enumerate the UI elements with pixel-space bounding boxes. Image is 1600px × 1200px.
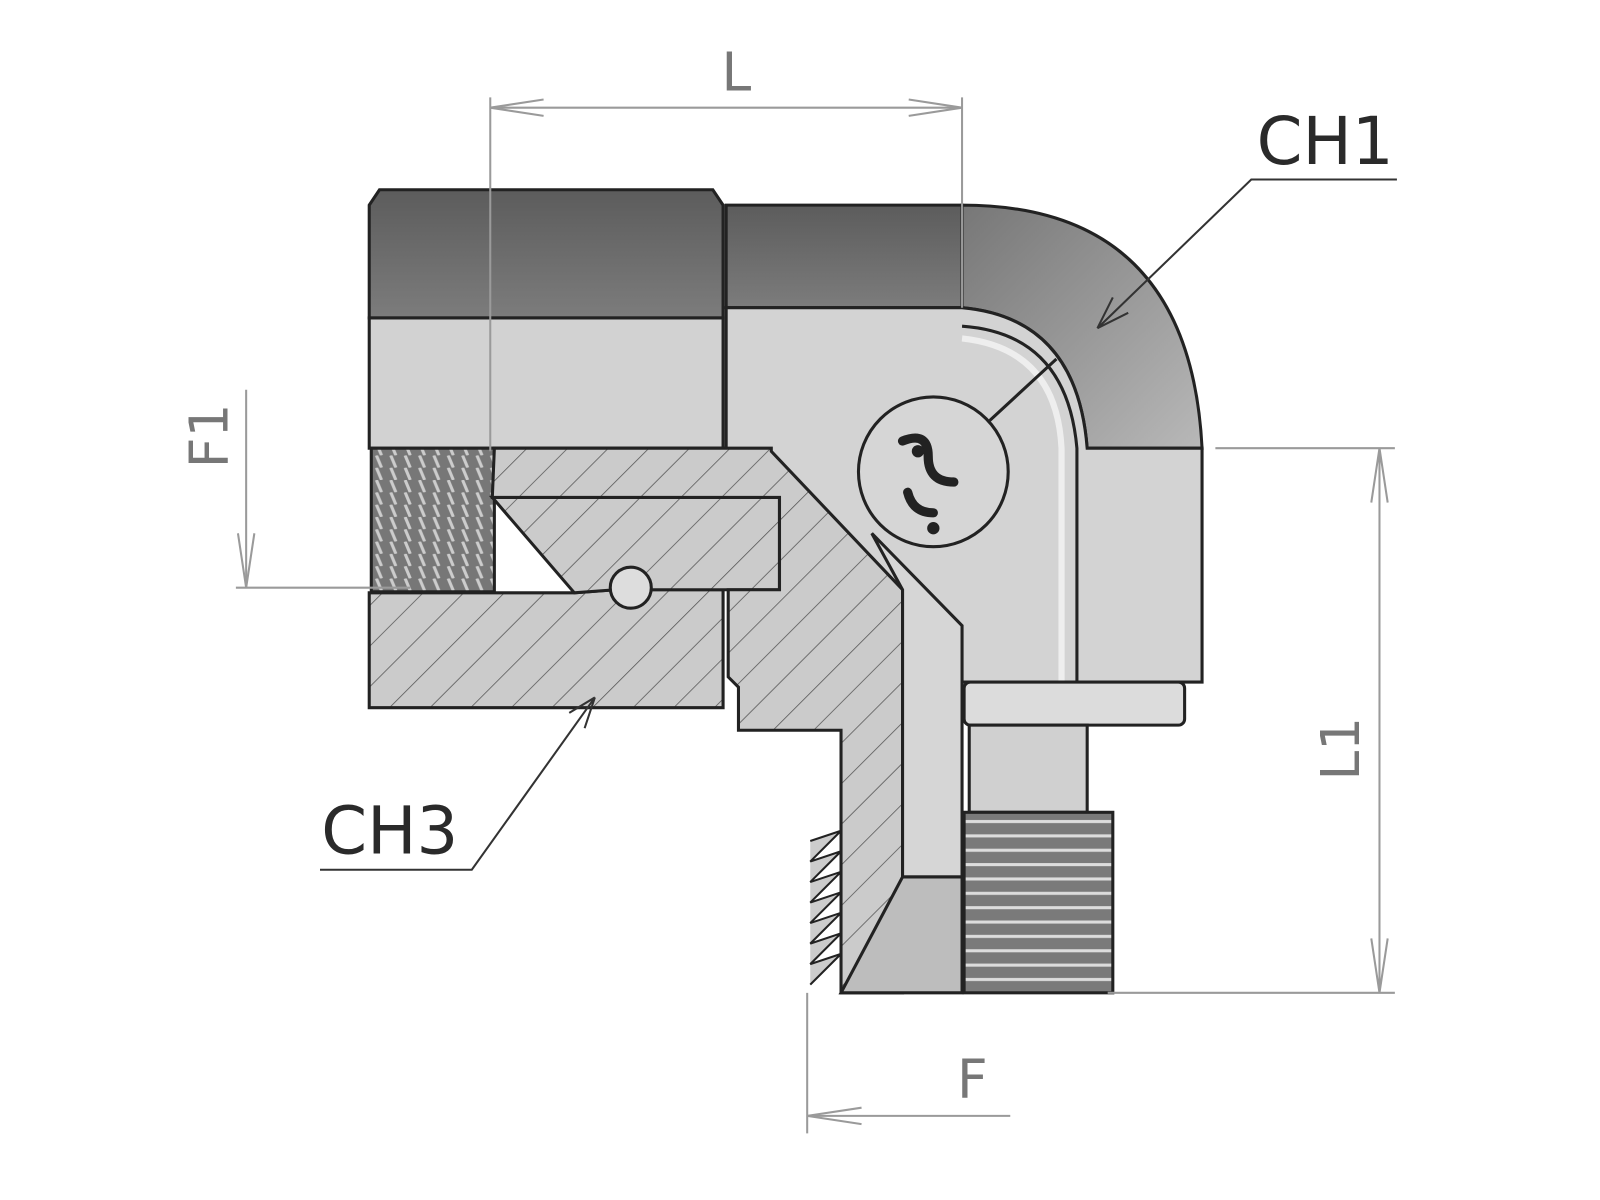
label-f: F	[957, 1047, 988, 1110]
label-f1: F1	[178, 404, 241, 469]
seal-ball	[608, 565, 653, 610]
brand-logo	[856, 395, 1010, 549]
elbow-body	[490, 203, 1204, 995]
label-l: L	[722, 40, 752, 103]
label-l1: L1	[1309, 717, 1372, 781]
label-ch1: CH1	[1257, 104, 1394, 180]
label-ch3: CH3	[321, 793, 458, 869]
dimension-lines	[235, 97, 1397, 1134]
male-stud	[962, 680, 1187, 995]
